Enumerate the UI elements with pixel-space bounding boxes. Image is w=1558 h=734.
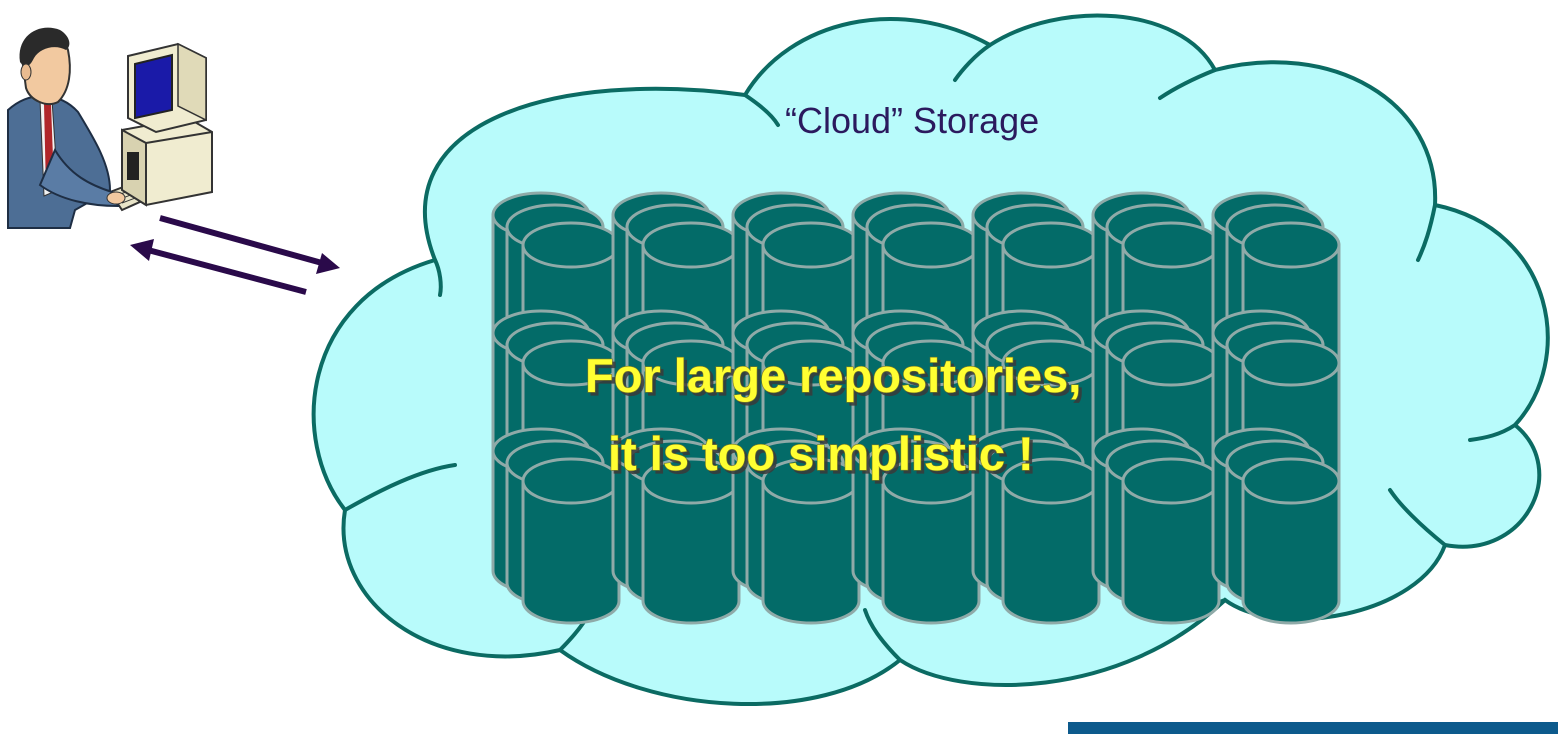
disk-stack (491, 427, 621, 625)
disk-stack (1211, 427, 1341, 625)
arrow-to-user-icon (130, 239, 307, 295)
disk-cylinder-icon (1121, 457, 1221, 625)
disk-cylinder-icon (1241, 457, 1341, 625)
disk-stack (1091, 427, 1221, 625)
cloud-title: “Cloud” Storage (785, 100, 1039, 141)
disk-cylinder-icon (761, 457, 861, 625)
disk-cylinder-icon (641, 457, 741, 625)
disk-stack (731, 427, 861, 625)
disk-cylinder-icon (881, 457, 981, 625)
footer-bar (1068, 722, 1558, 734)
headline-line-2: it is too simplistic ! (608, 427, 1034, 480)
disk-stack (851, 427, 981, 625)
disk-cylinder-icon (521, 457, 621, 625)
headline-line-1: For large repositories, (585, 349, 1081, 402)
arrow-to-cloud-icon (159, 215, 340, 274)
disk-stack (971, 427, 1101, 625)
user-at-computer-icon (7, 27, 213, 229)
disk-cylinder-icon (1001, 457, 1101, 625)
storage-disk-array (491, 191, 1341, 625)
disk-stack (611, 427, 741, 625)
headline-group: For large repositories, it is too simpli… (584, 348, 1081, 480)
exchange-arrows (130, 215, 340, 295)
